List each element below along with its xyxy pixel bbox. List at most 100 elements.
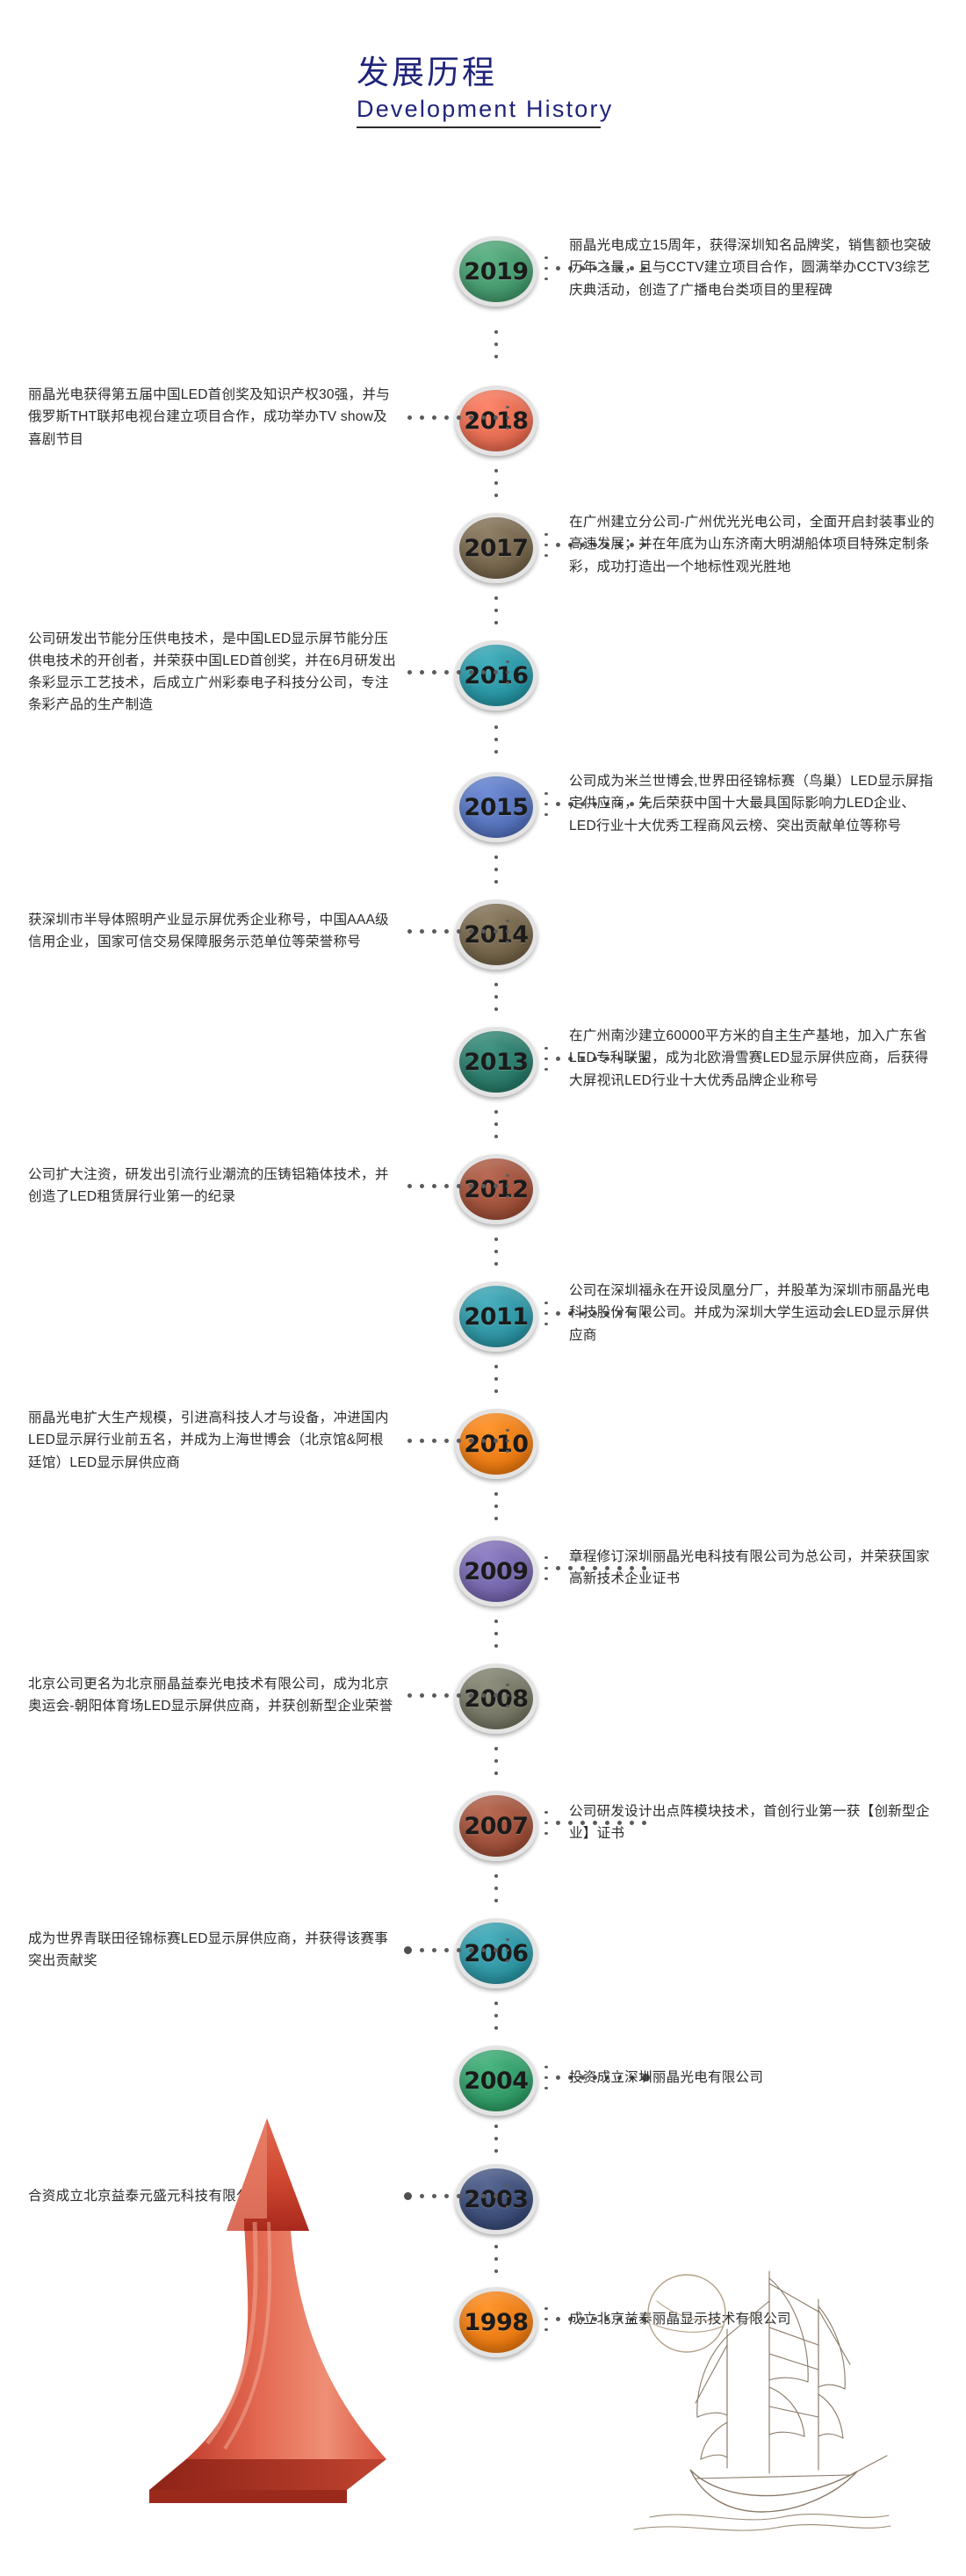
connector-dot bbox=[593, 2075, 597, 2080]
connector-dot-stack bbox=[506, 1173, 509, 1198]
connector-dot bbox=[494, 1438, 498, 1443]
year-label: 2008 bbox=[464, 1685, 529, 1713]
connector-dot bbox=[544, 553, 548, 557]
connector-dot-stack bbox=[544, 256, 548, 280]
connector-dot bbox=[568, 1056, 573, 1061]
connector-dot-stack bbox=[544, 2306, 548, 2331]
connector-dot bbox=[642, 1820, 646, 1825]
connector-dot bbox=[568, 1310, 573, 1316]
connector-dot bbox=[481, 928, 486, 934]
connector-dot bbox=[642, 801, 646, 806]
connector-dot bbox=[544, 1067, 548, 1071]
connector-dot bbox=[544, 1810, 548, 1814]
connector-dot bbox=[605, 265, 609, 271]
connector-dot bbox=[544, 277, 548, 280]
connector-dot bbox=[544, 2317, 548, 2320]
spine-dot bbox=[494, 330, 498, 334]
connector-dot bbox=[593, 1565, 597, 1570]
year-node-2011[interactable]: 2011 bbox=[455, 1281, 537, 1352]
connector-dots bbox=[407, 919, 509, 943]
connector-dot bbox=[617, 1565, 622, 1570]
connector-dot bbox=[407, 1183, 412, 1188]
year-node-1998[interactable]: 1998 bbox=[455, 2287, 537, 2357]
connector-dot bbox=[481, 1947, 486, 1952]
year-label: 2011 bbox=[464, 1302, 529, 1331]
connector-dot bbox=[544, 1322, 548, 1325]
year-node-2010[interactable]: 2010 bbox=[455, 1409, 537, 1479]
connector-dot bbox=[506, 2183, 509, 2187]
connector-dot bbox=[469, 669, 473, 675]
year-node-2008[interactable]: 2008 bbox=[455, 1663, 537, 1734]
connector-dot bbox=[605, 1820, 609, 1825]
connector-dot bbox=[630, 1056, 634, 1061]
connector-dot bbox=[630, 1565, 634, 1570]
connector-dot bbox=[457, 669, 461, 675]
year-node-2004[interactable]: 2004 bbox=[455, 2046, 537, 2116]
connector-dot bbox=[605, 2075, 609, 2080]
connector-dot bbox=[444, 1438, 449, 1443]
year-node-2014[interactable]: 2014 bbox=[455, 899, 537, 970]
year-node-2009[interactable]: 2009 bbox=[455, 1536, 537, 1606]
connector-dot bbox=[544, 1566, 548, 1569]
connector-dots bbox=[404, 2183, 509, 2208]
spine-dot bbox=[494, 2013, 498, 2017]
year-label: 2016 bbox=[464, 661, 529, 689]
connector-dot bbox=[568, 265, 573, 271]
year-node-2019[interactable]: 2019 bbox=[455, 236, 537, 307]
timeline-spine bbox=[494, 237, 498, 2345]
connector-dot bbox=[432, 2193, 436, 2198]
connector-dot bbox=[617, 2075, 622, 2080]
connector-dot bbox=[506, 1937, 509, 1941]
connector-dot bbox=[481, 415, 486, 420]
connector-dot bbox=[568, 542, 573, 547]
connector-dot bbox=[469, 2193, 473, 2198]
spine-dot bbox=[494, 2136, 498, 2140]
connector-dot-stack bbox=[544, 1810, 548, 1835]
connector-dots bbox=[544, 256, 646, 280]
connector-dot bbox=[580, 265, 585, 271]
connector-dot bbox=[580, 1565, 585, 1570]
connector-dot bbox=[469, 928, 473, 934]
spine-dot bbox=[494, 1007, 498, 1011]
year-label: 2013 bbox=[464, 1048, 529, 1076]
connector-dot bbox=[605, 1565, 609, 1570]
connector-dot bbox=[506, 426, 509, 429]
spine-dot bbox=[494, 1122, 498, 1126]
year-node-2016[interactable]: 2016 bbox=[455, 640, 537, 711]
connector-dot bbox=[605, 1056, 609, 1061]
connector-dot bbox=[481, 1438, 486, 1443]
year-node-2012[interactable]: 2012 bbox=[455, 1154, 537, 1224]
connector-dot bbox=[506, 1173, 509, 1177]
connector-dot bbox=[642, 1310, 646, 1316]
connector-dot bbox=[556, 265, 560, 271]
connector-dot-stack bbox=[506, 1428, 509, 1453]
connector-dot bbox=[506, 1449, 509, 1453]
growth-arrow-icon bbox=[123, 2046, 501, 2538]
connector-dot bbox=[544, 2086, 548, 2089]
year-node-2018[interactable]: 2018 bbox=[455, 386, 537, 456]
connector-dots bbox=[544, 532, 646, 557]
connector-dots bbox=[544, 2306, 646, 2331]
connector-dot bbox=[568, 801, 573, 806]
connector-dot bbox=[432, 415, 436, 420]
event-description-2018: 丽晶光电获得第五届中国LED首创奖及知识产权30强，并与俄罗斯THT联邦电视台建… bbox=[28, 387, 390, 447]
year-node-2006[interactable]: 2006 bbox=[455, 1918, 537, 1988]
year-node-2003[interactable]: 2003 bbox=[455, 2164, 537, 2234]
connector-dot bbox=[506, 681, 509, 684]
year-label: 2019 bbox=[464, 257, 529, 285]
spine-dot bbox=[494, 1643, 498, 1648]
spine-dot bbox=[494, 867, 498, 871]
year-node-2015[interactable]: 2015 bbox=[455, 772, 537, 842]
spine-dot bbox=[494, 468, 498, 473]
year-node-2013[interactable]: 2013 bbox=[455, 1027, 537, 1097]
connector-dot bbox=[494, 1183, 498, 1188]
spine-dot bbox=[494, 1771, 498, 1775]
connector-dot bbox=[444, 415, 449, 420]
year-node-2007[interactable]: 2007 bbox=[455, 1791, 537, 1861]
year-node-2017[interactable]: 2017 bbox=[455, 513, 537, 583]
connector-dot bbox=[544, 1577, 548, 1580]
connector-dot bbox=[420, 415, 424, 420]
connector-dot bbox=[580, 1056, 585, 1061]
connector-dot bbox=[407, 415, 412, 420]
title-underline bbox=[357, 126, 601, 128]
